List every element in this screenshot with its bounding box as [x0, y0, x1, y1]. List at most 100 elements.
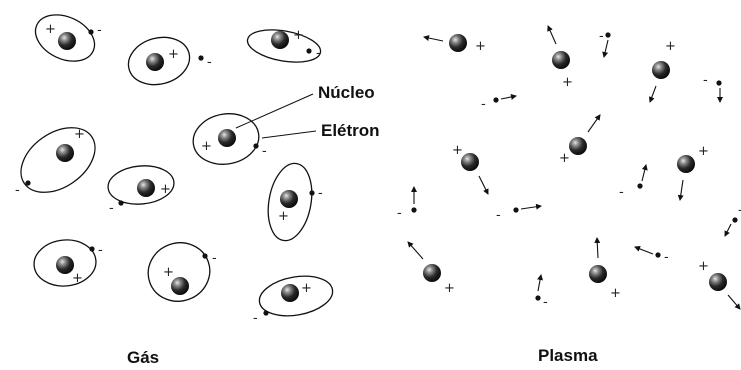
plasma-ion: + — [559, 115, 600, 166]
negative-charge-sign: - — [207, 55, 212, 70]
plasma-electron: - — [599, 29, 611, 57]
motion-arrow — [725, 224, 731, 236]
negative-charge-sign: - — [98, 243, 103, 258]
positive-charge-sign: + — [201, 139, 212, 154]
electron-dot — [493, 97, 498, 102]
motion-arrow — [650, 86, 656, 102]
negative-charge-sign: - — [212, 251, 217, 266]
nucleus-ball — [589, 265, 607, 283]
gas-atom: +- — [106, 163, 175, 216]
positive-charge-sign: + — [160, 182, 171, 197]
plasma-electron: - — [481, 96, 516, 112]
negative-charge-sign: - — [664, 250, 669, 265]
positive-charge-sign: + — [74, 127, 85, 142]
motion-arrow — [479, 176, 488, 194]
plasma-electron: - — [635, 247, 669, 265]
nucleus-ball — [281, 284, 299, 302]
positive-charge-sign: + — [665, 39, 676, 54]
negative-charge-sign: - — [496, 208, 501, 223]
electron-dot — [411, 207, 416, 212]
positive-charge-sign: + — [301, 281, 312, 296]
electron-dot — [89, 246, 94, 251]
positive-charge-sign: + — [45, 22, 56, 37]
positive-charge-sign: + — [444, 281, 455, 296]
electron-dot — [118, 200, 123, 205]
negative-charge-sign: - — [619, 185, 624, 200]
electron-dot — [253, 143, 258, 148]
electron-dot — [25, 180, 30, 185]
plasma-ion: + — [408, 242, 455, 296]
negative-charge-sign: - — [397, 206, 402, 221]
nucleus-ball — [280, 190, 298, 208]
plasma-ion: + — [589, 238, 621, 301]
positive-charge-sign: + — [562, 75, 573, 90]
positive-charge-sign: + — [698, 259, 709, 274]
nucleus-ball — [146, 53, 164, 71]
negative-charge-sign: - — [316, 46, 321, 61]
nucleus-ball — [218, 129, 236, 147]
electron-dot — [535, 295, 540, 300]
gas-caption: Gás — [127, 348, 159, 367]
negative-charge-sign: - — [15, 183, 20, 198]
gas-atom: +- — [245, 25, 323, 67]
positive-charge-sign: + — [452, 143, 463, 158]
plasma-electron: - — [725, 203, 741, 236]
motion-arrow — [408, 242, 423, 259]
electron-dot — [655, 252, 660, 257]
motion-arrow — [680, 180, 683, 200]
electron-dot — [306, 48, 311, 53]
nucleus-ball — [709, 273, 727, 291]
plasma-electron: - — [397, 187, 417, 221]
plasma-ion: + — [698, 259, 740, 309]
negative-charge-sign: - — [543, 295, 548, 310]
positive-charge-sign: + — [559, 151, 570, 166]
gas-atom: +- — [32, 237, 103, 288]
plasma-caption: Plasma — [538, 346, 598, 365]
nucleus-ball — [137, 179, 155, 197]
negative-charge-sign: - — [481, 97, 486, 112]
nucleus-callout-line — [236, 94, 313, 128]
electron-dot — [637, 183, 642, 188]
plasma-ion: + — [548, 26, 573, 90]
motion-arrow — [501, 96, 516, 99]
positive-charge-sign: + — [72, 271, 83, 286]
motion-arrow — [642, 165, 646, 181]
electron-callout-line — [262, 131, 316, 138]
negative-charge-sign: - — [318, 186, 323, 201]
positive-charge-sign: + — [698, 144, 709, 159]
gas-atom: +- — [28, 6, 102, 70]
electron-dot — [202, 253, 207, 258]
gas-atom: +- — [263, 160, 323, 244]
positive-charge-sign: + — [610, 286, 621, 301]
nucleus-ball — [271, 31, 289, 49]
nucleus-ball — [569, 137, 587, 155]
gas-atom: +- — [253, 271, 336, 326]
motion-arrow — [635, 247, 653, 254]
electron-label: Elétron — [321, 121, 380, 140]
electron-dot — [716, 80, 721, 85]
negative-charge-sign: - — [109, 201, 114, 216]
plasma-electron: - — [703, 73, 722, 102]
positive-charge-sign: + — [293, 28, 304, 43]
positive-charge-sign: + — [475, 39, 486, 54]
plasma-ion: + — [650, 39, 676, 102]
motion-arrow — [521, 206, 541, 209]
negative-charge-sign: - — [703, 73, 708, 88]
negative-charge-sign: - — [262, 144, 267, 159]
gas-atom: +- — [189, 109, 267, 170]
negative-charge-sign: - — [599, 29, 604, 44]
nucleus-ball — [449, 34, 467, 52]
nucleus-ball — [652, 61, 670, 79]
nucleus-ball — [461, 153, 479, 171]
electron-dot — [732, 217, 737, 222]
plasma-electron: - — [496, 206, 541, 223]
motion-arrow — [538, 275, 541, 291]
plasma-ion: + — [677, 144, 709, 200]
gas-atom: +- — [9, 114, 107, 205]
positive-charge-sign: + — [163, 265, 174, 280]
electron-orbit — [140, 234, 218, 310]
plasma-panel: + + + + + + + + + - - - - - - - - - — [397, 26, 741, 310]
nucleus-ball — [56, 144, 74, 162]
electron-dot — [198, 55, 203, 60]
